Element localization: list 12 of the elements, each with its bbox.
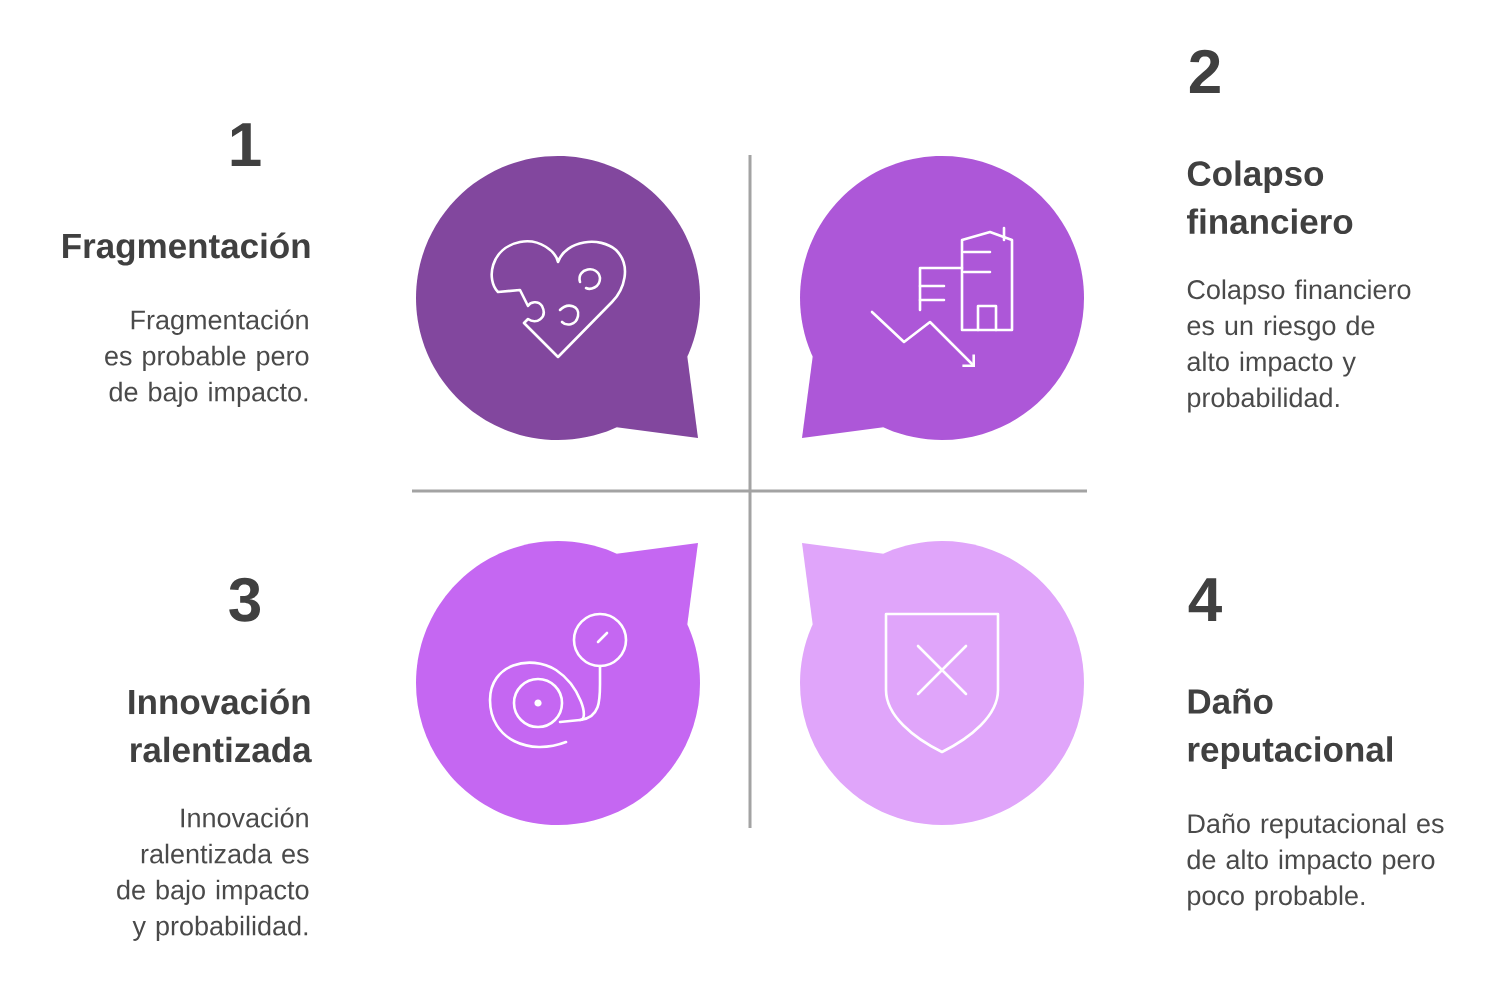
speech-bubble: [800, 156, 1084, 440]
number: 4: [1188, 578, 1222, 621]
number: 2: [1189, 49, 1220, 93]
number: 1: [231, 123, 261, 166]
speech-bubble: [416, 541, 700, 825]
description: Colapso financiero es un riesgo de alto impacto y probabilidad.: [1187, 279, 1411, 413]
description: Innovación ralentizada es de bajo impacto y probabilidad.: [117, 807, 309, 941]
description: Fragmentación es probable pero de bajo impacto.: [105, 309, 309, 407]
speech-bubble: [800, 541, 1084, 825]
description: Daño reputacional es de alto impacto pero poco probable.: [1187, 813, 1444, 911]
number: 3: [229, 577, 260, 622]
speech-bubble: [416, 156, 700, 440]
